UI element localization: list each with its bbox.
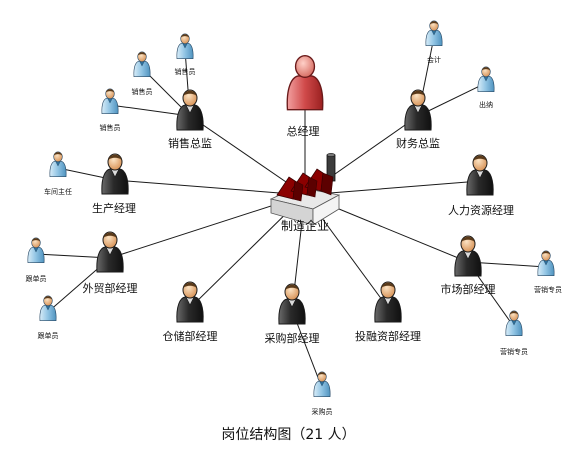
staff-person-icon[interactable] bbox=[313, 371, 331, 397]
node-label-trade_mgr: 外贸部经理 bbox=[83, 281, 138, 295]
node-label-sales_dir: 销售总监 bbox=[168, 136, 212, 150]
factory-roof-1 bbox=[276, 176, 296, 200]
node-label-wh_mgr: 仓储部经理 bbox=[163, 329, 218, 343]
node-label-hr_mgr: 人力资源经理 bbox=[448, 203, 514, 217]
node-label-mktspec1: 营销专员 bbox=[534, 285, 562, 294]
staff-person-icon[interactable] bbox=[27, 237, 45, 263]
staff-person-icon[interactable] bbox=[176, 33, 194, 59]
node-label-inv_mgr: 投融资部经理 bbox=[355, 329, 421, 343]
person-icon[interactable] bbox=[101, 153, 129, 195]
staff-person-icon[interactable] bbox=[49, 151, 67, 177]
person-icon[interactable] bbox=[466, 154, 494, 196]
node-label-buyer: 采购员 bbox=[312, 407, 333, 416]
person-icon[interactable] bbox=[454, 235, 482, 277]
edge-hr_mgr-to-hub bbox=[304, 180, 481, 196]
node-label-pur_mgr: 采购部经理 bbox=[265, 331, 320, 345]
node-label-gm: 总经理 bbox=[287, 124, 320, 138]
person-icon[interactable] bbox=[96, 231, 124, 273]
edge-sales3-to-sales_dir bbox=[109, 104, 191, 117]
staff-person-icon[interactable] bbox=[537, 250, 555, 276]
node-label-doc2: 跟单员 bbox=[38, 331, 59, 340]
staff-person-icon[interactable] bbox=[477, 66, 495, 92]
node-label-sales1: 销售员 bbox=[175, 67, 196, 76]
node-label-mkt_mgr: 市场部经理 bbox=[441, 282, 496, 296]
staff-person-icon[interactable] bbox=[505, 310, 523, 336]
node-label-prod_mgr: 生产经理 bbox=[92, 201, 136, 215]
diagram-caption: 岗位结构图（21 人） bbox=[221, 427, 356, 443]
node-label-fin_dir: 财务总监 bbox=[396, 136, 440, 150]
manager-person-icon[interactable] bbox=[286, 55, 324, 111]
person-icon[interactable] bbox=[278, 283, 306, 325]
edge-prod_mgr-to-hub bbox=[114, 179, 306, 196]
person-icon[interactable] bbox=[374, 281, 402, 323]
staff-person-icon[interactable] bbox=[425, 20, 443, 46]
hub-label: 制造企业 bbox=[281, 218, 329, 233]
person-icon[interactable] bbox=[176, 281, 204, 323]
node-label-mktspec2: 营销专员 bbox=[500, 347, 528, 356]
person-icon[interactable] bbox=[404, 89, 432, 131]
node-label-doc1: 跟单员 bbox=[26, 274, 47, 283]
staff-person-icon[interactable] bbox=[133, 51, 151, 77]
node-label-cashier: 出纳 bbox=[479, 100, 493, 109]
person-icon[interactable] bbox=[176, 89, 204, 131]
factory-icon[interactable] bbox=[269, 153, 341, 226]
staff-person-icon[interactable] bbox=[39, 295, 57, 321]
node-label-sales2: 销售员 bbox=[132, 87, 153, 96]
staff-person-icon[interactable] bbox=[101, 88, 119, 114]
node-label-sales3: 销售员 bbox=[100, 123, 121, 132]
node-label-accountant: 会计 bbox=[427, 55, 441, 64]
edge-cashier-to-fin_dir bbox=[417, 82, 487, 117]
node-label-workshop: 车间主任 bbox=[44, 187, 72, 196]
